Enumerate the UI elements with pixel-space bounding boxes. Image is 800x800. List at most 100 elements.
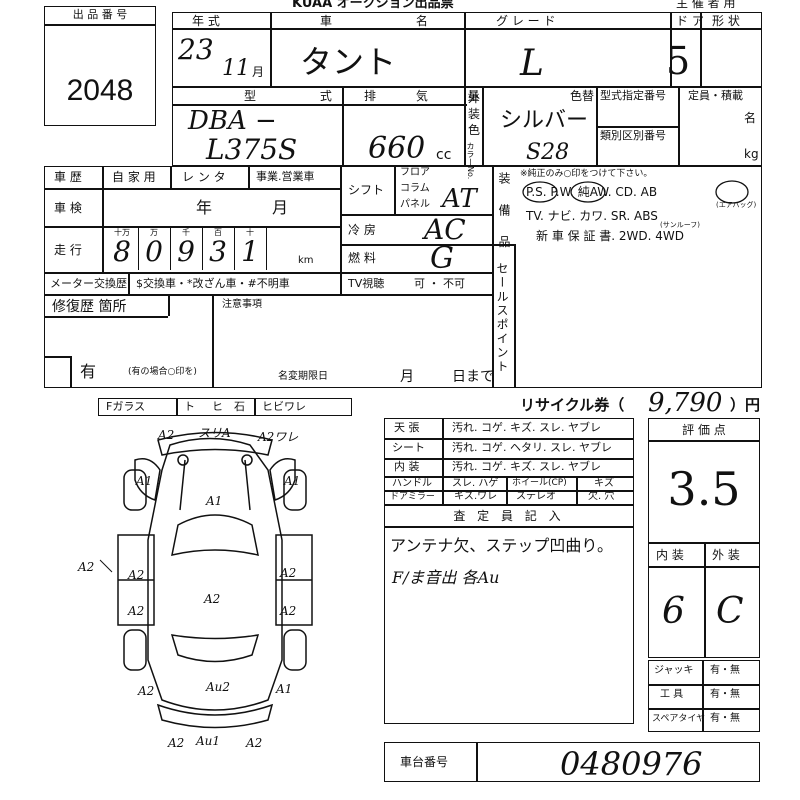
- displacement-unit: cc: [436, 147, 452, 163]
- history-label: 車 歴: [54, 170, 82, 184]
- displacement-value: 660: [368, 131, 426, 166]
- damage-door-left-front: A2: [128, 568, 145, 582]
- mileage-digit: 8: [113, 235, 131, 268]
- mileage-digit-label: 十: [246, 228, 254, 237]
- mileage-digit-label: 十万: [114, 228, 130, 237]
- damage-roof: A2: [204, 592, 221, 606]
- doors-value: 5: [666, 39, 691, 83]
- lot-box: [44, 6, 156, 126]
- fuel-label: 燃 料: [348, 251, 376, 265]
- type-designation-label: 型式指定番号: [600, 89, 666, 102]
- handle-options: スレ. ハゲ: [452, 478, 499, 489]
- history-table: [44, 166, 762, 388]
- recycle-value: 9,790: [648, 388, 723, 418]
- condition-options-1: 汚れ. コゲ. キズ. スレ. ヤブレ: [452, 421, 601, 434]
- year-label: 年 式: [192, 14, 220, 28]
- tool-value-1: 有・無: [710, 665, 740, 676]
- tool-value-2: 有・無: [710, 689, 740, 700]
- mileage-digit: 9: [177, 235, 195, 268]
- model-label: 型 式: [244, 89, 362, 103]
- vehicle-table: [172, 12, 762, 166]
- interior-value: 6: [662, 591, 685, 632]
- capacity-unit-1: 名: [744, 111, 757, 125]
- mileage-digit: 0: [145, 235, 163, 268]
- color-no-value: S28: [526, 140, 570, 165]
- damage-hood: A1: [206, 494, 223, 508]
- shape-label: 形 状: [712, 14, 740, 28]
- condition-label-2: シート: [392, 441, 425, 454]
- damage-front-right: A2ワレ: [258, 430, 299, 444]
- tools-box: [648, 660, 760, 732]
- month-value: 11: [222, 56, 250, 81]
- inspector-line2: F/ま音出 各Au: [392, 568, 500, 587]
- damage-door-left-rear: A2: [128, 604, 145, 618]
- grade-label: グ レ ー ド: [496, 14, 556, 28]
- damage-bumper-left: A2: [168, 736, 185, 750]
- equipment-row2: TV. ナビ. カワ. SR. ABS: [526, 209, 658, 223]
- business-label: 事業.営業車: [256, 170, 315, 183]
- score-label: 評 価 点: [682, 423, 726, 437]
- ext-color-label-3: 色: [468, 123, 481, 137]
- ext-color-label-1: 外: [468, 91, 481, 105]
- glass-option-2: ヒ: [212, 400, 223, 413]
- damage-rear-left: A2: [138, 684, 155, 698]
- capacity-unit-2: kg: [744, 147, 759, 161]
- displacement-label: 排 気 量: [364, 89, 498, 103]
- model-value-2: L375S: [206, 133, 298, 166]
- damage-front-center: スリA: [198, 426, 231, 440]
- repair-value: 有: [80, 362, 97, 381]
- month-unit: 月: [252, 65, 265, 79]
- condition-options-2: 汚れ. コゲ. ヘタリ. スレ. ヤブレ: [452, 441, 612, 454]
- damage-bumper-right: A2: [246, 736, 263, 750]
- doors-label: ド ア: [676, 14, 704, 28]
- name-value: タント: [300, 43, 397, 81]
- tool-label-3: スペアタイヤ: [652, 714, 706, 724]
- mileage-label: 走 行: [54, 243, 82, 257]
- ac-label: 冷 房: [348, 223, 376, 237]
- glass-option-3: 石: [234, 400, 245, 413]
- mileage-digit-label: 千: [182, 228, 190, 237]
- grade-value: L: [520, 43, 544, 84]
- class-number-label: 類別区別番号: [600, 129, 666, 142]
- damage-rear-right: A1: [276, 682, 293, 696]
- glass-box: [98, 398, 352, 416]
- shift-value: AT: [442, 184, 477, 214]
- shift-panel: パネル: [400, 199, 430, 210]
- tool-value-3: 有・無: [710, 713, 740, 724]
- ext-color-label-2: 装: [468, 107, 481, 121]
- inspector-line1: アンテナ欠、ステップ凹曲り。: [390, 536, 614, 555]
- inspector-label: 査 定 員 記 入: [453, 509, 565, 523]
- exterior-value: C: [716, 591, 744, 632]
- exterior-label: 外 装: [712, 548, 740, 562]
- glass-label: Fガラス: [106, 400, 146, 413]
- tool-label-2: 工 具: [660, 689, 684, 700]
- damage-door-right-front: A2: [280, 566, 297, 580]
- mirror-options: キズ.ワレ: [454, 491, 498, 502]
- wheel-value: キズ: [594, 478, 614, 489]
- color-no-label: カラーNo.: [466, 142, 475, 180]
- model-value-1: DBA −: [188, 106, 277, 136]
- handle-label: ハンドル: [392, 478, 432, 489]
- chassis-box: [384, 742, 760, 782]
- recycle-label: リサイクル券（: [520, 396, 625, 414]
- tool-label-1: ジャッキ: [654, 665, 694, 676]
- chassis-label: 車台番号: [400, 755, 449, 769]
- sales-point-label: セールスポイント: [495, 262, 509, 374]
- mirror-label: ドアミラー: [390, 492, 435, 502]
- mileage-digit: 3: [209, 235, 227, 268]
- shift-column: コラム: [400, 183, 430, 194]
- repair-note: (有の場合○印を): [128, 367, 197, 377]
- meter-options: $交換車・*改ざん車・#不明車: [136, 277, 290, 290]
- capacity-label: 定員・積載: [688, 89, 743, 102]
- condition-label-3: 内 装: [394, 460, 420, 473]
- shift-floor: フロア: [400, 167, 430, 178]
- damage-front-left: A2: [158, 428, 175, 442]
- wheel-label: ホイール(CP): [512, 478, 567, 488]
- condition-label-1: 天 張: [394, 421, 420, 434]
- repair-label: 修復歴 箇所: [52, 299, 127, 315]
- interior-label: 内 装: [656, 548, 684, 562]
- damage-fender-left: A1: [136, 474, 153, 488]
